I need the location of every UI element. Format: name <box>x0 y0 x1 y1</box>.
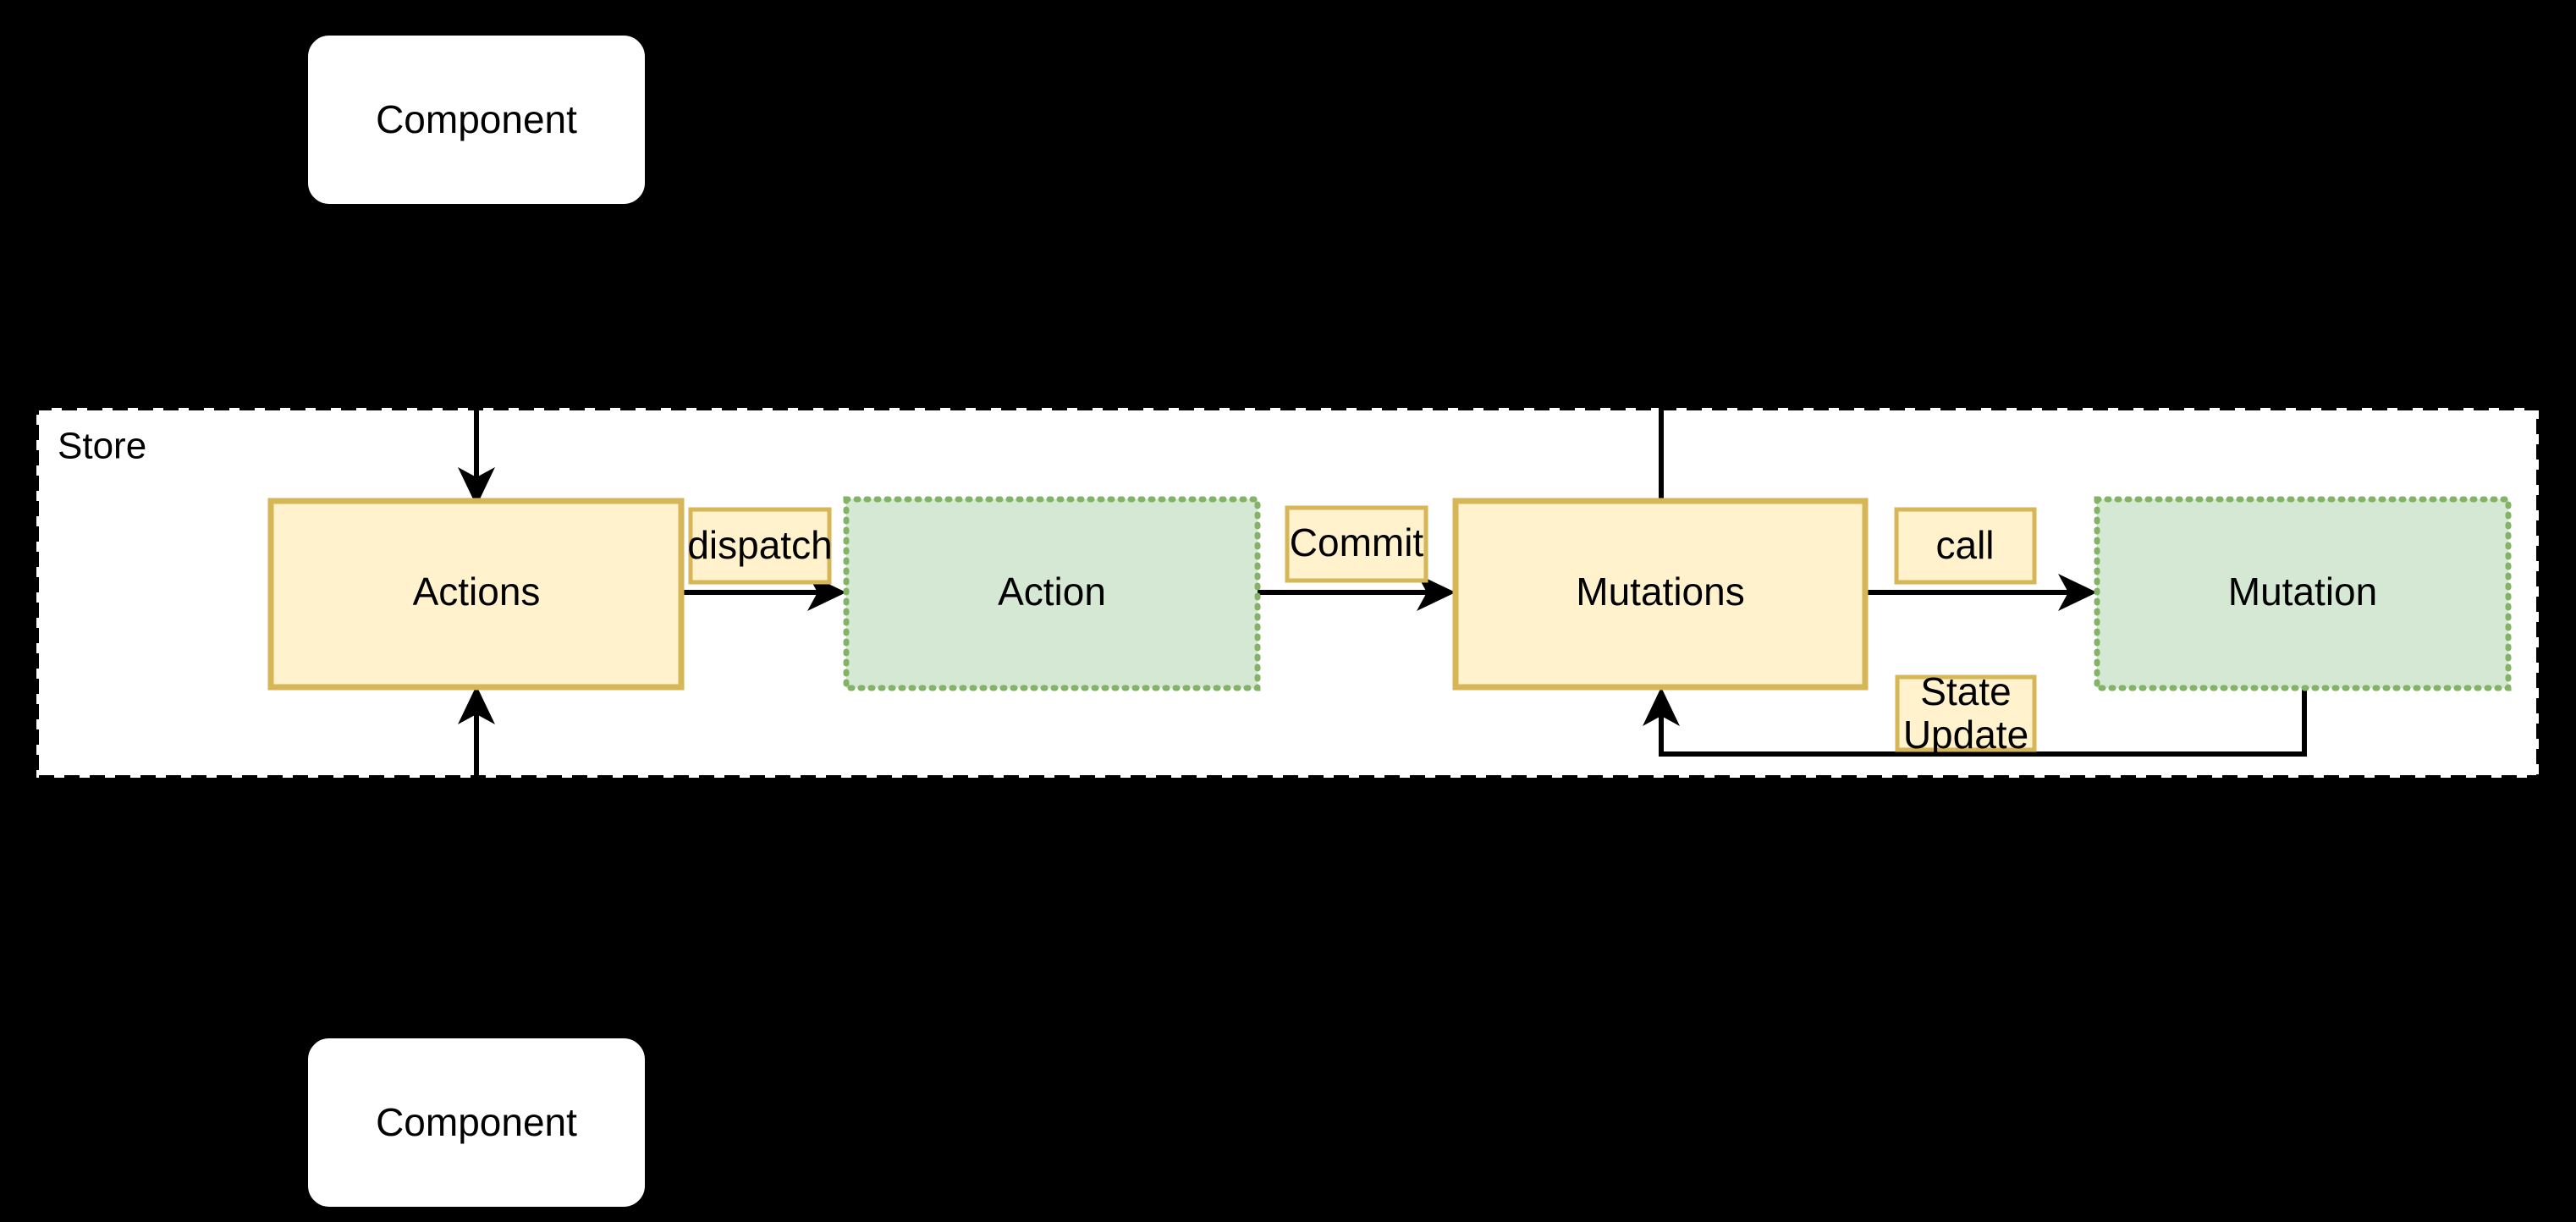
actions-box[interactable] <box>267 498 685 691</box>
edge-component-bottom-to-actions <box>458 685 495 1039</box>
edge-label-commit: Commit <box>1285 505 1428 583</box>
mutation-label: Mutation <box>2228 570 2377 614</box>
component-top-label: Component <box>376 97 577 141</box>
node-mutation[interactable]: Mutation <box>2094 496 2512 691</box>
state-update-label-box <box>1895 674 2037 752</box>
state-update-label-line1: State <box>1920 669 2011 713</box>
edge-mutations-to-mutation <box>1865 574 2097 611</box>
edge-label-dispatch: dispatch <box>687 507 833 585</box>
edge-label-call: call <box>1894 507 2037 585</box>
mutation-box[interactable] <box>2094 496 2512 691</box>
component-bottom-box[interactable] <box>308 1038 645 1207</box>
edge-mutation-to-mutations <box>1643 687 2307 757</box>
commit-label-box <box>1285 505 1428 583</box>
arrow-head-down <box>458 467 495 506</box>
call-label-text: call <box>1935 523 1994 567</box>
node-component-bottom[interactable]: Component <box>308 1038 645 1207</box>
dispatch-label-text: dispatch <box>687 523 832 567</box>
node-component-top[interactable]: Component <box>308 36 645 204</box>
edge-action-to-mutations <box>1258 574 1456 611</box>
action-label: Action <box>998 570 1106 614</box>
mutations-box[interactable] <box>1452 498 1869 691</box>
arrow-head-up <box>458 685 495 724</box>
commit-label-text: Commit <box>1290 520 1424 564</box>
action-box[interactable] <box>843 496 1261 691</box>
node-mutations[interactable]: Mutations <box>1452 498 1869 691</box>
component-top-box[interactable] <box>308 36 645 204</box>
mutations-label: Mutations <box>1576 570 1744 614</box>
edge-component-top-to-actions <box>458 203 495 506</box>
node-action[interactable]: Action <box>843 496 1261 691</box>
arrow-head-up <box>1643 687 1680 726</box>
dispatch-label-box <box>688 507 832 585</box>
store-label: Store <box>58 426 146 467</box>
actions-label: Actions <box>413 570 541 614</box>
arrow-head-right <box>1417 574 1456 611</box>
call-label-box <box>1894 507 2037 585</box>
node-actions[interactable]: Actions <box>267 498 685 691</box>
state-update-label-line2: Update <box>1903 713 2028 757</box>
edge-label-state-update: State Update <box>1895 669 2037 757</box>
arrow-head-right <box>2058 574 2097 611</box>
component-bottom-label: Component <box>376 1100 577 1144</box>
